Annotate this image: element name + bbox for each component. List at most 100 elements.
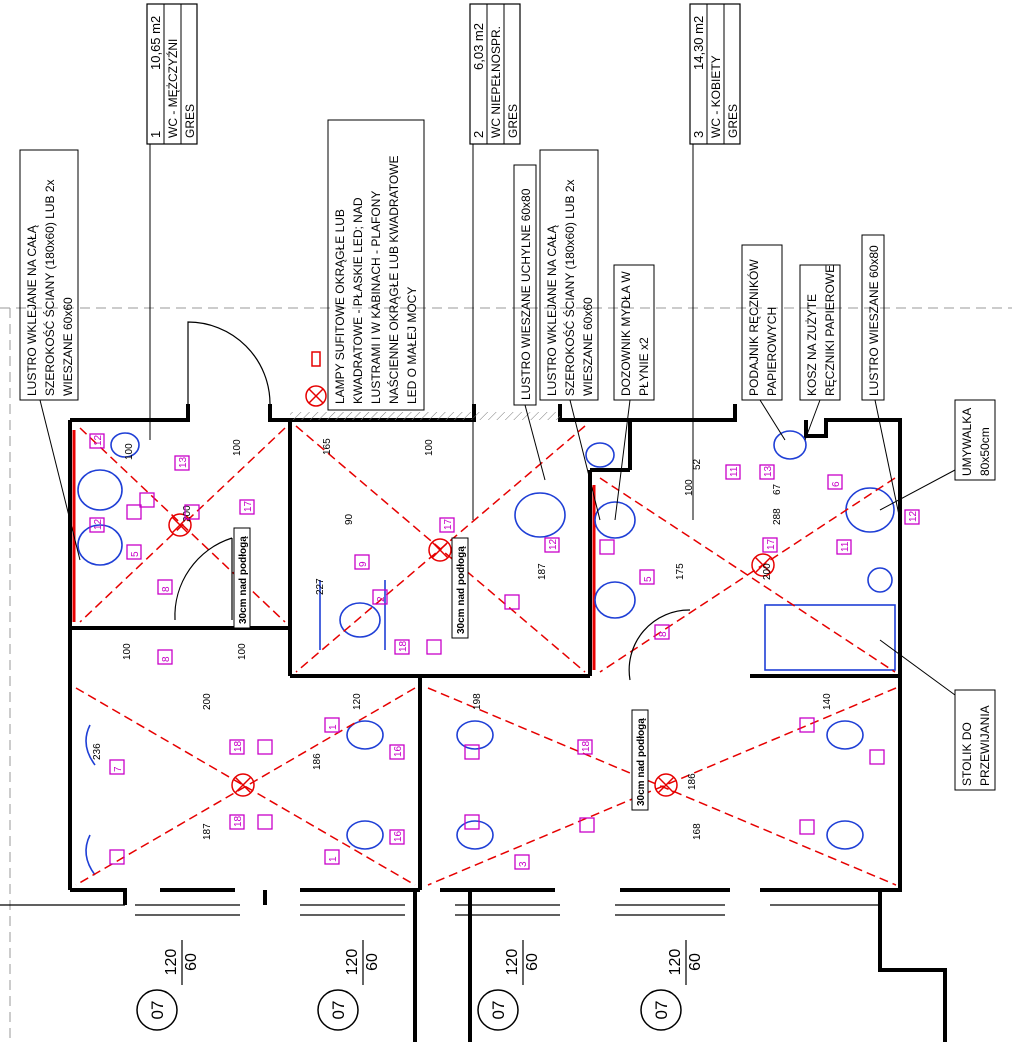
- svg-text:186: 186: [312, 753, 323, 770]
- svg-text:KOSZ NA ZUŻYTE: KOSZ NA ZUŻYTE: [805, 294, 819, 396]
- svg-text:100: 100: [237, 643, 248, 660]
- svg-text:17: 17: [243, 500, 254, 512]
- svg-text:30cm nad podłogą: 30cm nad podłogą: [456, 546, 467, 634]
- svg-text:13: 13: [178, 456, 189, 468]
- svg-text:NAŚCIENNE OKRĄGŁE LUB KWADRATO: NAŚCIENNE OKRĄGŁE LUB KWADRATOWE: [386, 156, 401, 405]
- svg-text:60: 60: [183, 953, 200, 971]
- svg-text:PRZEWIJANIA: PRZEWIJANIA: [978, 705, 992, 786]
- svg-text:LED O MAŁEJ MOCY: LED O MAŁEJ MOCY: [405, 287, 419, 404]
- svg-text:100: 100: [122, 643, 133, 660]
- room-area: 10,65 m2: [148, 16, 163, 70]
- height-tag: 30cm nad podłogą: [233, 527, 251, 629]
- room-stamp-2: 2 6,03 m2 WC NIEPEŁNOSPR. GRES: [469, 3, 521, 520]
- fixture-tag-labels: 12 13 17 12 5 8 8 9 2 18 17 12 5 8 11 13…: [93, 434, 919, 867]
- svg-text:11: 11: [729, 466, 740, 477]
- svg-text:KWADRATOWE - PŁASKIE LED; NAD: KWADRATOWE - PŁASKIE LED; NAD: [351, 197, 365, 404]
- svg-text:140: 140: [822, 693, 833, 710]
- svg-text:17: 17: [443, 518, 454, 530]
- svg-text:60: 60: [687, 953, 704, 971]
- svg-text:12: 12: [548, 538, 559, 550]
- svg-text:LAMPY SUFITOWE OKRĄGŁE LUB: LAMPY SUFITOWE OKRĄGŁE LUB: [333, 209, 347, 404]
- svg-text:3: 3: [518, 861, 529, 867]
- room-area: 6,03 m2: [471, 23, 486, 70]
- note-changing-table: STOLIK DO PRZEWIJANIA: [879, 639, 996, 791]
- svg-text:6: 6: [831, 481, 842, 487]
- svg-text:60: 60: [524, 953, 541, 971]
- grid-lines: [0, 307, 1012, 1042]
- svg-text:120: 120: [163, 949, 180, 976]
- svg-text:07: 07: [489, 1001, 508, 1020]
- note-lamps: LAMPY SUFITOWE OKRĄGŁE LUB KWADRATOWE - …: [327, 119, 425, 411]
- svg-text:288: 288: [772, 508, 783, 525]
- svg-text:187: 187: [202, 823, 213, 840]
- note-mirror-hung: LUSTRO WIESZANE 60x80: [861, 234, 901, 521]
- svg-text:13: 13: [763, 465, 774, 477]
- svg-text:90: 90: [344, 513, 355, 525]
- door-marker-2: 07 120 60: [317, 940, 381, 1031]
- note-mirror-tilt: LUSTRO WIESZANE UCHYLNE 60x80: [513, 164, 546, 481]
- room-name: WC NIEPEŁNOSPR.: [489, 26, 503, 138]
- room-number: 3: [691, 131, 706, 138]
- room-name: WC - KOBIETY: [709, 55, 723, 138]
- room-number: 1: [148, 131, 163, 138]
- svg-text:9: 9: [358, 561, 369, 567]
- svg-text:12: 12: [93, 434, 104, 446]
- room-stamp-3: 3 14,30 m2 WC - KOBIETY GRES: [689, 3, 741, 520]
- note-mirror-glued-2: LUSTRO WKLEJANE NA CAŁĄ SZEROKOŚĆ ŚCIANY…: [539, 149, 601, 521]
- wall-hatch: [474, 412, 560, 420]
- svg-text:8: 8: [161, 656, 172, 662]
- svg-text:07: 07: [329, 1001, 348, 1020]
- svg-text:LUSTRO WKLEJANE NA CAŁĄ: LUSTRO WKLEJANE NA CAŁĄ: [25, 224, 39, 396]
- svg-text:120: 120: [344, 949, 361, 976]
- svg-text:07: 07: [148, 1001, 167, 1020]
- svg-text:165: 165: [322, 438, 333, 455]
- svg-text:236: 236: [92, 743, 103, 760]
- note-towel-dispenser: PODAJNIK RĘCZNIKÓW PAPIEROWYCH: [741, 244, 786, 441]
- svg-text:12: 12: [908, 510, 919, 522]
- svg-text:11: 11: [840, 541, 851, 552]
- note-soap: DOZOWNIK MYDŁA W PŁYNIE x2: [613, 264, 655, 521]
- svg-text:80x50cm: 80x50cm: [978, 427, 992, 476]
- svg-text:LUSTRAMI I W KABINACH - PLAFON: LUSTRAMI I W KABINACH - PLAFONY: [369, 191, 383, 404]
- svg-text:STOLIK DO: STOLIK DO: [960, 722, 974, 786]
- door-marker-1: 07 120 60: [136, 940, 200, 1031]
- svg-text:DOZOWNIK MYDŁA W: DOZOWNIK MYDŁA W: [619, 271, 633, 396]
- svg-text:100: 100: [684, 479, 695, 496]
- fixture-tags: [89, 433, 920, 870]
- svg-text:5: 5: [643, 576, 654, 582]
- svg-text:30cm nad podłogą: 30cm nad podłogą: [238, 536, 249, 624]
- svg-text:18: 18: [398, 640, 409, 652]
- svg-text:168: 168: [692, 823, 703, 840]
- svg-text:100: 100: [124, 443, 135, 460]
- sanitary-fixtures: [77, 430, 896, 876]
- svg-text:100: 100: [424, 439, 435, 456]
- door-marker-3: 07 120 60: [477, 940, 541, 1031]
- svg-text:LUSTRO WKLEJANE NA CAŁĄ: LUSTRO WKLEJANE NA CAŁĄ: [545, 224, 559, 396]
- svg-text:200: 200: [762, 563, 773, 580]
- door-marker-4: 07 120 60: [640, 940, 704, 1031]
- svg-text:PŁYNIE x2: PŁYNIE x2: [637, 337, 651, 396]
- svg-text:18: 18: [581, 740, 592, 752]
- svg-text:WIESZANE 60x60: WIESZANE 60x60: [61, 297, 75, 396]
- svg-text:7: 7: [113, 766, 124, 772]
- svg-text:LUSTRO WIESZANE UCHYLNE 60x80: LUSTRO WIESZANE UCHYLNE 60x80: [519, 188, 533, 400]
- svg-text:PAPIEROWYCH: PAPIEROWYCH: [765, 307, 779, 396]
- room-stamp-1: 1 10,65 m2 WC - MĘŻCZYŹNI GRES: [146, 3, 198, 440]
- svg-text:120: 120: [352, 693, 363, 710]
- room-floor: GRES: [183, 104, 197, 138]
- room-floor: GRES: [726, 104, 740, 138]
- svg-text:187: 187: [537, 563, 548, 580]
- svg-text:UMYWALKA: UMYWALKA: [960, 408, 974, 476]
- room-area: 14,30 m2: [691, 16, 706, 70]
- note-mirror-glued-1: LUSTRO WKLEJANE NA CAŁĄ SZEROKOŚĆ ŚCIANY…: [19, 149, 81, 561]
- svg-text:16: 16: [393, 830, 404, 842]
- light-symbols: [168, 351, 775, 797]
- note-bin: KOSZ NA ZUŻYTE RĘCZNIKI PAPIEROWE: [799, 264, 841, 441]
- svg-text:67: 67: [772, 483, 783, 495]
- wall-hatch: [290, 412, 474, 420]
- svg-text:SZEROKOŚĆ ŚCIANY (180x60) LUB: SZEROKOŚĆ ŚCIANY (180x60) LUB 2x: [562, 179, 577, 396]
- room-number: 2: [471, 131, 486, 138]
- svg-text:100: 100: [232, 439, 243, 456]
- door-markers: 07 120 60 07 120 60 07 120 60 07 120 60: [0, 904, 880, 1031]
- svg-text:52: 52: [692, 458, 703, 470]
